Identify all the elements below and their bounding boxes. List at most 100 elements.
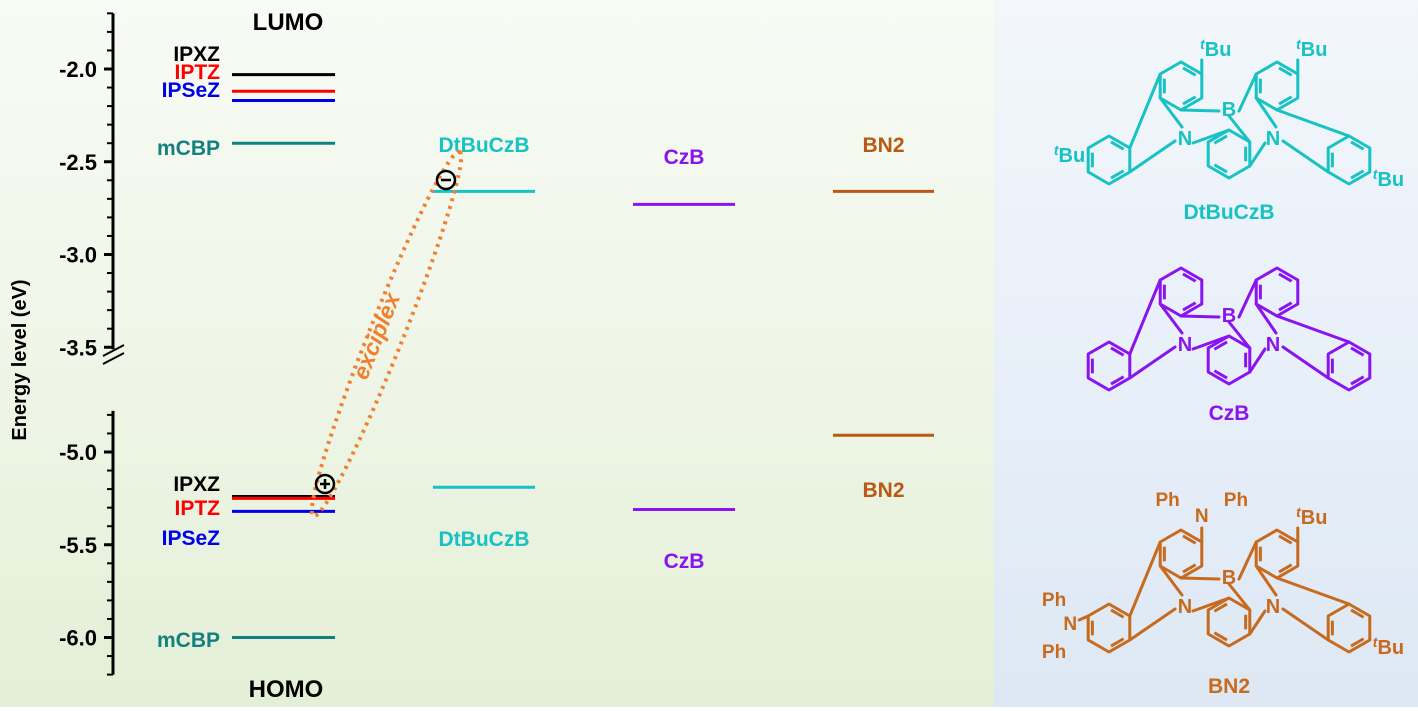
homo-label: HOMO (249, 676, 324, 703)
czb-bond-nl-outer (1128, 345, 1177, 380)
axis-break-mark (102, 344, 125, 357)
label-lumo-mcbp: mCBP (157, 137, 220, 160)
czb-bond-b-central (1227, 320, 1252, 350)
dtbuczb-central-ring-double-bond (1213, 163, 1228, 174)
dtbuczb-atom-n-left: N (1178, 128, 1192, 150)
bn2-atom-b: B (1222, 567, 1236, 589)
czb-upper-right-ring-double-bond (1278, 272, 1293, 283)
bn2-upper-left-ring (1158, 528, 1204, 580)
czb-central-ring-double-bond (1213, 369, 1228, 380)
energy-diagram-panel (0, 0, 994, 707)
czb-central-ring-double-bond (1213, 340, 1228, 351)
bn2-tbu-top-right: tBu (1296, 504, 1327, 529)
bn2-upper-left-ring-double-bond (1182, 563, 1197, 574)
dtbuczb-bond-b-right (1237, 72, 1258, 113)
czb-bond-b-left (1179, 314, 1221, 319)
label-lumo-ipxz: IPXZ (173, 43, 220, 66)
bn2-bond-nr-outer (1281, 607, 1330, 642)
y-tick-label: -5.0 (59, 440, 97, 465)
hole-plus-icon-circle (314, 473, 336, 495)
dtbuczb-bond-nr-central (1248, 141, 1267, 168)
bn2-outer-left-ring (1086, 602, 1132, 654)
bn2-outer-right-ring (1326, 602, 1372, 654)
bn2-bond-cc-left (1128, 540, 1162, 618)
dtbuczb-upper-right-ring-double-bond (1278, 95, 1293, 106)
dtbuczb-upper-left-ring (1158, 60, 1204, 112)
dtbuczb-bond-nl-outer (1128, 139, 1177, 174)
dtbuczb-atom-n-right: N (1266, 128, 1280, 150)
czb-atom-n-left: N (1178, 334, 1192, 356)
dtbuczb-atom-b: B (1222, 99, 1236, 121)
dtbuczb-tbu-right: tBu (1373, 166, 1404, 191)
bn2-bond-n-left (1077, 614, 1090, 622)
label-lumo-dtbuczb: DtBuCzB (439, 134, 530, 157)
dtbuczb-bond-b-left (1179, 108, 1221, 113)
dtbuczb-tbu-left: tBu (1054, 142, 1085, 167)
czb-upper-right-ring (1254, 266, 1300, 318)
bn2-upper-right-ring-double-bond (1278, 563, 1293, 574)
czb-central-ring (1206, 334, 1252, 386)
lumo-label: LUMO (253, 9, 324, 36)
czb-upper-left-ring (1158, 266, 1204, 318)
label-lumo-czb: CzB (664, 146, 705, 169)
czb-atom-n-right: N (1266, 334, 1280, 356)
bn2-bond-nl-upper (1158, 564, 1184, 597)
czb-outer-right-ring (1326, 340, 1372, 392)
czb-outer-left-ring-double-bond (1110, 375, 1125, 386)
czb-upper-left-ring-double-bond (1182, 301, 1197, 312)
dtbuczb-outer-left-ring (1086, 134, 1132, 186)
czb-bond-cc-left (1128, 278, 1162, 356)
dtbuczb-outer-right-ring-double-bond (1350, 140, 1365, 151)
czb-upper-right-ring-double-bond (1278, 301, 1293, 312)
dtbuczb-upper-right-ring-double-bond (1278, 66, 1293, 77)
label-lumo-bn2: BN2 (862, 134, 904, 157)
dtbuczb-tbu-top-right: tBu (1296, 36, 1327, 61)
exciplex-label: exciplex (347, 288, 405, 383)
dtbuczb-bond-nl-upper (1158, 96, 1184, 129)
bn2-outer-right-ring-double-bond (1350, 608, 1365, 619)
czb-outer-left-ring-double-bond (1110, 346, 1125, 357)
exciplex-ellipse (309, 149, 464, 519)
structures-panel (994, 0, 1418, 707)
y-tick-label: -2.0 (59, 57, 97, 82)
czb-outer-right-ring-double-bond (1350, 346, 1365, 357)
dtbuczb-tbu-top-left: tBu (1200, 36, 1231, 61)
bn2-atom-n-left: N (1063, 614, 1077, 635)
czb-outer-right-ring-double-bond (1350, 375, 1365, 386)
bn2-upper-right-ring (1254, 528, 1300, 580)
dtbuczb-bond-b-central (1227, 114, 1252, 144)
electron-minus-icon-circle (435, 169, 457, 191)
bn2-atom-n-top: N (1195, 506, 1209, 527)
bn2-ph-label: Ph (1224, 490, 1248, 511)
bn2-atom-n-left: N (1178, 596, 1192, 618)
bn2-outer-right-ring-double-bond (1350, 637, 1365, 648)
y-tick-label: -6.0 (59, 626, 97, 651)
czb-bond-nl-upper (1158, 302, 1184, 335)
bn2-bond-nr-central (1248, 609, 1267, 636)
label-homo-czb: CzB (664, 550, 705, 573)
y-tick-label: -5.5 (59, 533, 97, 558)
bn2-bond-b-right (1237, 540, 1258, 581)
dtbuczb-bond-nr-outer (1281, 139, 1330, 174)
dtbuczb-upper-right-ring (1254, 60, 1300, 112)
bn2-upper-right-ring-double-bond (1278, 534, 1293, 545)
dtbuczb-bond-cc-right (1275, 108, 1351, 138)
axis-break-mark (102, 352, 125, 365)
label-homo-bn2: BN2 (862, 479, 904, 502)
structure-label-dtbuczb: DtBuCzB (1184, 201, 1275, 224)
bn2-ph-label: Ph (1042, 642, 1066, 663)
dtbuczb-upper-left-ring-double-bond (1182, 66, 1197, 77)
label-lumo-iptz: IPTZ (175, 61, 221, 84)
dtbuczb-bond-nl-central (1191, 128, 1231, 145)
czb-bond-nr-central (1248, 347, 1267, 374)
label-homo-ipxz: IPXZ (173, 473, 220, 496)
bn2-outer-left-ring-double-bond (1110, 637, 1125, 648)
dtbuczb-outer-right-ring (1326, 134, 1372, 186)
